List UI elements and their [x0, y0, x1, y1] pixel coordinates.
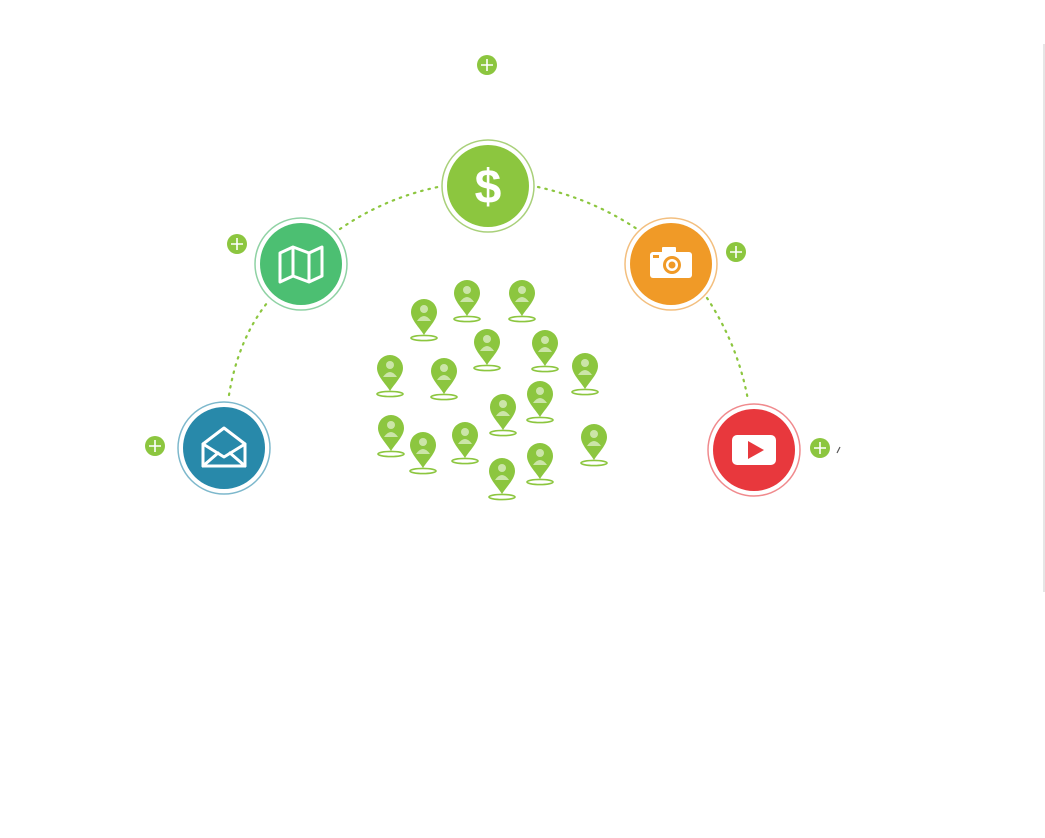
plus-icon — [814, 442, 826, 454]
person-location-pin-icon — [571, 353, 599, 396]
node-maps[interactable] — [254, 217, 348, 311]
node-money[interactable]: $ — [441, 139, 535, 233]
plus-icon — [481, 59, 493, 71]
person-location-pin-icon — [377, 415, 405, 458]
dotted-connectors — [227, 185, 750, 402]
plus-maps-button[interactable] — [227, 234, 247, 254]
person-location-pin-icon — [488, 458, 516, 501]
person-location-pin-icon — [531, 330, 559, 373]
person-location-pin-icon — [580, 424, 608, 467]
plus-video-button[interactable] — [810, 438, 830, 458]
right-edge-divider — [1043, 44, 1045, 592]
person-location-pin-icon — [430, 358, 458, 401]
person-location-pin-icon — [410, 299, 438, 342]
person-location-pin-icon — [451, 422, 479, 465]
node-photos[interactable] — [624, 217, 718, 311]
plus-icon — [149, 440, 161, 452]
node-mail[interactable] — [177, 401, 271, 495]
plus-photos-button[interactable] — [726, 242, 746, 262]
camera-icon — [650, 247, 692, 278]
map-icon — [278, 245, 324, 284]
plus-money-button[interactable] — [477, 55, 497, 75]
dollar-icon: $ — [475, 161, 502, 214]
play-icon — [732, 435, 776, 465]
connector-money-photos — [536, 185, 639, 231]
person-location-pin-icon — [409, 432, 437, 475]
plus-buttons — [145, 55, 830, 458]
person-location-pin-icon — [453, 280, 481, 323]
person-location-pin-icon — [508, 280, 536, 323]
person-location-pin-icon — [489, 394, 517, 437]
envelope-icon — [201, 426, 247, 468]
connector-maps-money — [338, 185, 440, 231]
location-pins-cluster — [376, 280, 608, 501]
clipped-glyph — [836, 446, 841, 454]
person-location-pin-icon — [526, 443, 554, 486]
person-location-pin-icon — [526, 381, 554, 424]
plus-mail-button[interactable] — [145, 436, 165, 456]
plus-icon — [231, 238, 243, 250]
person-location-pin-icon — [473, 329, 501, 372]
connector-photos-video — [705, 296, 750, 402]
plus-icon — [730, 246, 742, 258]
person-location-pin-icon — [376, 355, 404, 398]
connector-mail-maps — [227, 301, 269, 397]
node-video[interactable] — [707, 403, 801, 497]
